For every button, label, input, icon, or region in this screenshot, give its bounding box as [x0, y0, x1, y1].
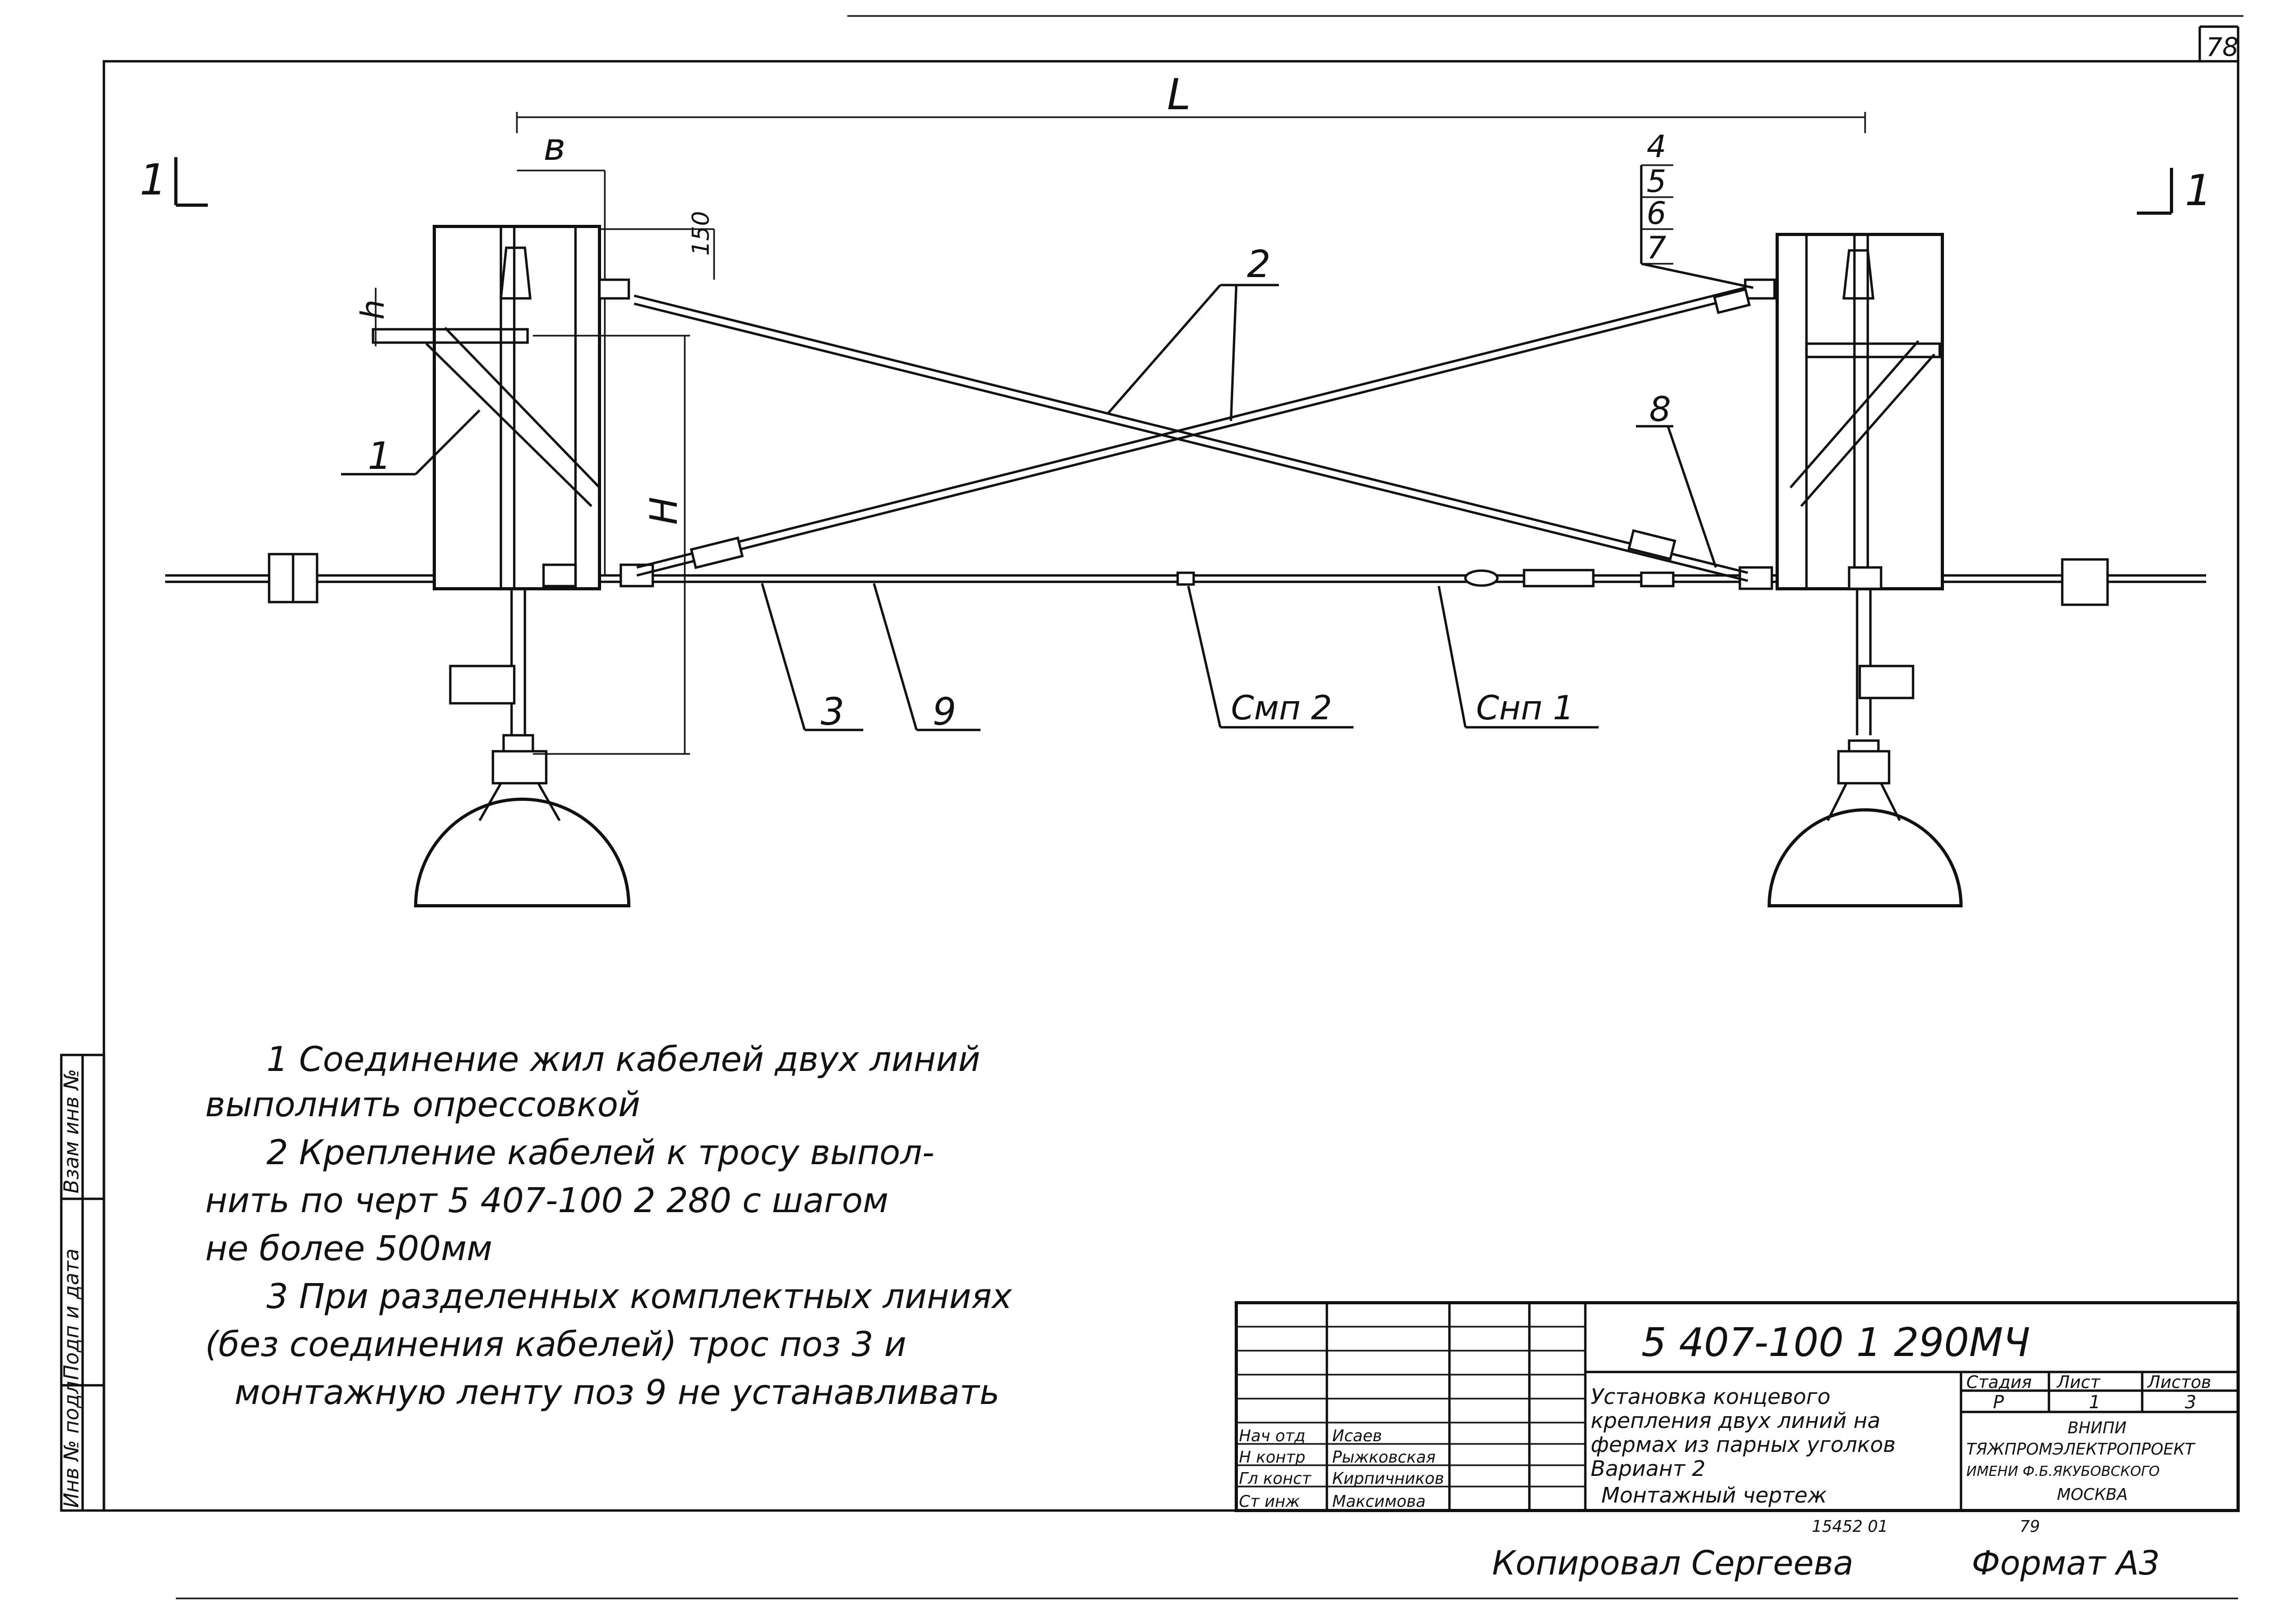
svg-text:Стадия: Стадия [1966, 1372, 2032, 1392]
svg-text:фермах из парных уголков: фермах из парных уголков [1591, 1433, 1895, 1457]
dimension-height: Н h 150 [354, 211, 715, 755]
svg-text:79: 79 [2020, 1517, 2040, 1536]
callout-pos-3: 3 [760, 583, 863, 734]
svg-text:Инв № подл: Инв № подл [60, 1381, 83, 1508]
notes-block: 1 Соединение жил кабелей двух линий выпо… [205, 1040, 1012, 1412]
section-mark-right: 1 [2137, 166, 2212, 215]
svg-text:в: в [544, 125, 565, 169]
svg-text:(без соединения кабелей) трос: (без соединения кабелей) трос поз 3 и [205, 1325, 906, 1365]
dimension-offset: в [517, 125, 606, 575]
svg-text:15452 01: 15452 01 [1812, 1517, 1888, 1536]
svg-text:крепления двух линий на: крепления двух линий на [1591, 1409, 1881, 1433]
copied-by: Копировал Сергеева [1492, 1544, 1853, 1582]
svg-text:7: 7 [1647, 230, 1666, 266]
callout-snp1: Снп 1 [1437, 586, 1599, 729]
callout-smp2: Смп 2 [1187, 586, 1354, 729]
svg-text:9: 9 [933, 690, 957, 734]
svg-text:1: 1 [2185, 166, 2212, 215]
svg-text:монтажную ленту поз 9 не устан: монтажную ленту поз 9 не устанавливать [234, 1373, 1000, 1412]
svg-text:ИМЕНИ Ф.Б.ЯКУБОВСКОГО: ИМЕНИ Ф.Б.ЯКУБОВСКОГО [1966, 1464, 2160, 1480]
svg-text:4: 4 [1647, 128, 1666, 165]
callout-pos-4-7: 4 5 6 7 [1640, 128, 1754, 289]
svg-text:8: 8 [1649, 390, 1671, 429]
svg-text:ТЯЖПРОМЭЛЕКТРОПРОЕКТ: ТЯЖПРОМЭЛЕКТРОПРОЕКТ [1966, 1440, 2196, 1459]
crossing-cable-b [636, 286, 1751, 577]
svg-text:Н контр: Н контр [1239, 1448, 1306, 1467]
svg-text:Взам инв №: Взам инв № [60, 1069, 83, 1193]
left-truss [371, 225, 654, 735]
svg-text:Максимова: Максимова [1332, 1492, 1425, 1511]
svg-text:Подп и дата: Подп и дата [60, 1248, 83, 1380]
svg-text:Кирпичников: Кирпичников [1332, 1469, 1444, 1488]
bottom-captions: 15452 01 79 Копировал Сергеева Формат А3 [1492, 1517, 2160, 1582]
svg-text:МОСКВА: МОСКВА [2057, 1485, 2128, 1504]
callout-pos-9: 9 [872, 583, 981, 734]
svg-text:Установка концевого: Установка концевого [1591, 1385, 1830, 1409]
svg-text:1 Соединение жил кабелей двух: 1 Соединение жил кабелей двух линий [266, 1040, 981, 1079]
svg-text:Рыжковская: Рыжковская [1332, 1448, 1436, 1467]
svg-text:5: 5 [1647, 163, 1666, 199]
drawing-frame: 78 [102, 15, 2243, 1599]
right-junction-box [2061, 558, 2109, 606]
callout-pos-8: 8 [1636, 390, 1717, 568]
section-mark-left: 1 [140, 155, 208, 207]
svg-text:2: 2 [1247, 242, 1271, 286]
crossing-cable-a [634, 294, 1748, 582]
svg-text:не более 500мм: не более 500мм [205, 1229, 492, 1269]
svg-text:ВНИПИ: ВНИПИ [2068, 1419, 2127, 1438]
svg-text:3: 3 [2185, 1392, 2197, 1413]
svg-text:Н: Н [642, 497, 686, 525]
svg-text:6: 6 [1647, 195, 1666, 231]
title-block: 5 407-100 1 290МЧ Установка концевого кр… [1235, 1301, 2240, 1512]
svg-text:3: 3 [821, 690, 845, 734]
svg-text:3 При разделенных комплектных: 3 При разделенных комплектных линиях [266, 1277, 1012, 1317]
svg-text:Нач отд: Нач отд [1239, 1427, 1306, 1446]
callout-pos-2: 2 [1107, 242, 1279, 421]
svg-text:2 Крепление кабелей к тросу вы: 2 Крепление кабелей к тросу выпол- [266, 1133, 934, 1173]
svg-text:выполнить опрессовкой: выполнить опрессовкой [205, 1085, 641, 1125]
svg-text:1: 1 [2089, 1392, 2101, 1413]
format-label: Формат А3 [1972, 1544, 2160, 1582]
svg-text:Вариант 2: Вариант 2 [1591, 1457, 1705, 1481]
callout-pos-1: 1 [341, 409, 481, 478]
svg-text:Ст инж: Ст инж [1239, 1492, 1300, 1511]
right-truss [1738, 233, 1944, 735]
svg-text:Монтажный чертеж: Монтажный чертеж [1601, 1483, 1827, 1508]
svg-text:Гл конст: Гл конст [1239, 1469, 1312, 1488]
right-lamp [1767, 739, 1963, 907]
svg-text:L: L [1167, 70, 1191, 119]
svg-text:Лист: Лист [2056, 1372, 2101, 1392]
svg-text:Листов: Листов [2147, 1372, 2211, 1392]
doc-number: 5 407-100 1 290МЧ [1641, 1320, 2030, 1366]
messenger-fittings [1176, 569, 1675, 588]
svg-text:Снп 1: Снп 1 [1476, 688, 1574, 727]
svg-text:Исаев: Исаев [1332, 1427, 1382, 1446]
svg-text:нить по черт 5 407-100 2 280 с: нить по черт 5 407-100 2 280 с шагом [205, 1181, 888, 1221]
side-stamp: Инв № подл Подп и дата Взам инв № [60, 1053, 106, 1512]
svg-text:1: 1 [140, 155, 167, 205]
left-lamp [414, 734, 631, 907]
dimension-span: L [516, 70, 1866, 133]
svg-text:h: h [354, 299, 392, 320]
page-number: 78 [2206, 33, 2239, 62]
svg-text:Смп 2: Смп 2 [1231, 688, 1332, 727]
svg-text:1: 1 [368, 434, 392, 478]
svg-text:Р: Р [1993, 1392, 2004, 1413]
svg-text:150: 150 [687, 211, 715, 256]
